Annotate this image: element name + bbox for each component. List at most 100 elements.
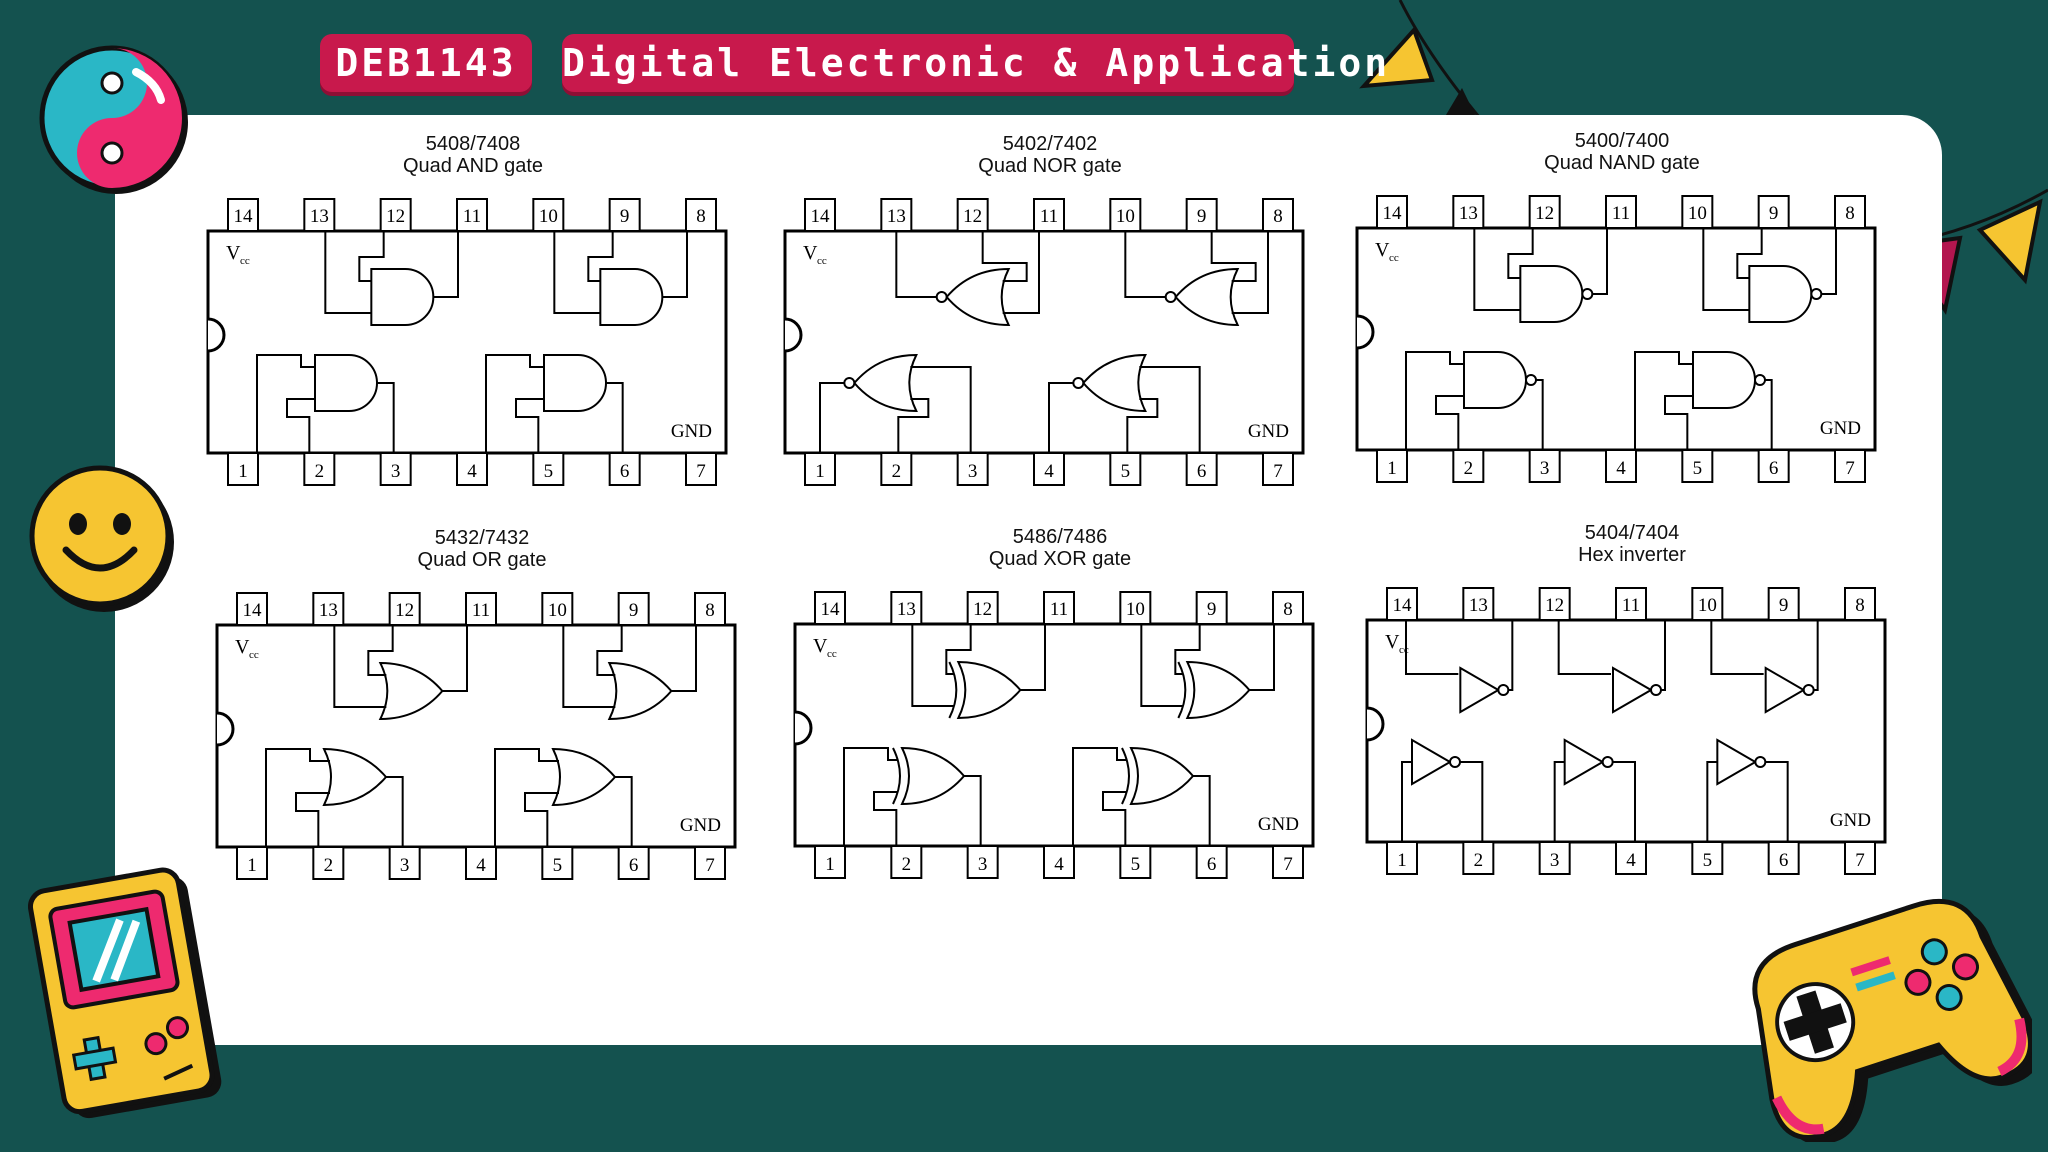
pin bbox=[1462, 841, 1495, 875]
wire bbox=[1405, 620, 1459, 675]
logic-gate bbox=[551, 747, 617, 807]
chip-body bbox=[1355, 226, 1877, 452]
pin bbox=[608, 198, 641, 232]
chip-name: Quad NAND gate bbox=[1544, 152, 1700, 174]
pin bbox=[541, 592, 574, 626]
pin bbox=[1844, 587, 1876, 621]
pin-number: 13 bbox=[319, 600, 338, 621]
logic-gate bbox=[1692, 351, 1766, 409]
pin bbox=[1767, 587, 1800, 621]
pin bbox=[880, 198, 913, 232]
pin-number: 4 bbox=[467, 461, 477, 482]
wire bbox=[964, 775, 982, 846]
pin-number: 10 bbox=[1698, 595, 1717, 616]
pin bbox=[1691, 587, 1724, 621]
pin bbox=[966, 845, 999, 879]
pin bbox=[1462, 587, 1495, 621]
pin bbox=[227, 198, 259, 232]
wire bbox=[1020, 624, 1046, 691]
logic-gate bbox=[322, 747, 388, 807]
pin-number: 13 bbox=[310, 206, 329, 227]
pin-number: 5 bbox=[1693, 458, 1703, 479]
vcc-subscript: cc bbox=[1399, 644, 1409, 656]
pin-number: 10 bbox=[548, 600, 567, 621]
pin-number: 3 bbox=[978, 854, 988, 875]
logic-gate bbox=[1121, 746, 1195, 806]
wire bbox=[1553, 761, 1565, 842]
pin-number: 1 bbox=[1397, 850, 1407, 871]
pin-number: 12 bbox=[395, 600, 414, 621]
wire bbox=[1249, 624, 1275, 691]
pin bbox=[685, 452, 717, 486]
pin bbox=[1681, 449, 1714, 483]
pin-number: 3 bbox=[1540, 458, 1550, 479]
pin bbox=[388, 592, 421, 626]
pin-number: 6 bbox=[620, 461, 630, 482]
wire bbox=[494, 748, 559, 847]
pin-number: 3 bbox=[391, 461, 401, 482]
pin bbox=[1376, 449, 1408, 483]
pin bbox=[456, 198, 488, 232]
wire bbox=[1557, 620, 1611, 675]
pin bbox=[388, 846, 421, 880]
pin-number: 11 bbox=[1612, 203, 1630, 224]
wire bbox=[910, 366, 972, 453]
pin-number: 5 bbox=[553, 855, 563, 876]
pin bbox=[1452, 195, 1485, 229]
pin-number: 9 bbox=[620, 206, 630, 227]
vcc-label: V bbox=[226, 242, 241, 264]
pin-number: 14 bbox=[234, 206, 254, 227]
wire bbox=[606, 382, 624, 453]
chip-body bbox=[783, 229, 1305, 455]
wire bbox=[1072, 747, 1127, 846]
pin-number: 6 bbox=[1197, 461, 1207, 482]
chip-name: Quad AND gate bbox=[402, 155, 544, 177]
pin-number: 6 bbox=[1779, 850, 1789, 871]
pin bbox=[1767, 841, 1800, 875]
chip-notch bbox=[207, 317, 226, 353]
pin bbox=[890, 845, 923, 879]
pin bbox=[1757, 195, 1790, 229]
pin bbox=[880, 452, 913, 486]
vcc-label: V bbox=[803, 242, 818, 264]
pin bbox=[1033, 452, 1065, 486]
vcc-label: V bbox=[235, 636, 250, 658]
wire bbox=[1473, 228, 1521, 311]
pin-number: 2 bbox=[1474, 850, 1484, 871]
chip-body bbox=[793, 622, 1315, 848]
pin-number: 6 bbox=[1207, 854, 1217, 875]
chip-notch bbox=[1366, 706, 1385, 742]
pin-number: 12 bbox=[1545, 595, 1564, 616]
wire bbox=[256, 354, 315, 453]
course-code-badge: DEB1143 bbox=[320, 34, 532, 92]
pin-number: 1 bbox=[247, 855, 257, 876]
logic-gate bbox=[370, 268, 435, 326]
pin-number: 9 bbox=[1207, 599, 1217, 620]
pin-number: 6 bbox=[1769, 458, 1779, 479]
pin-number: 14 bbox=[1383, 203, 1403, 224]
pin-number: 13 bbox=[1459, 203, 1478, 224]
pin-number: 5 bbox=[1121, 461, 1131, 482]
pin bbox=[1272, 591, 1304, 625]
wire bbox=[1126, 398, 1159, 453]
wire bbox=[819, 382, 845, 453]
wire bbox=[1231, 231, 1269, 314]
pin bbox=[532, 452, 565, 486]
pin bbox=[608, 452, 641, 486]
chip-body bbox=[215, 623, 737, 849]
wire bbox=[1210, 231, 1257, 282]
wire bbox=[1124, 231, 1166, 298]
pin-number: 2 bbox=[1464, 458, 1474, 479]
logic-gate bbox=[1177, 660, 1251, 720]
pin-number: 4 bbox=[1616, 458, 1626, 479]
vcc-label: V bbox=[813, 635, 828, 657]
pin-number: 2 bbox=[315, 461, 325, 482]
wire bbox=[1821, 228, 1837, 295]
pin bbox=[1119, 591, 1152, 625]
pin bbox=[312, 846, 345, 880]
gnd-label: GND bbox=[1248, 421, 1289, 442]
wire bbox=[1664, 395, 1693, 450]
logic-gate bbox=[1072, 353, 1147, 413]
